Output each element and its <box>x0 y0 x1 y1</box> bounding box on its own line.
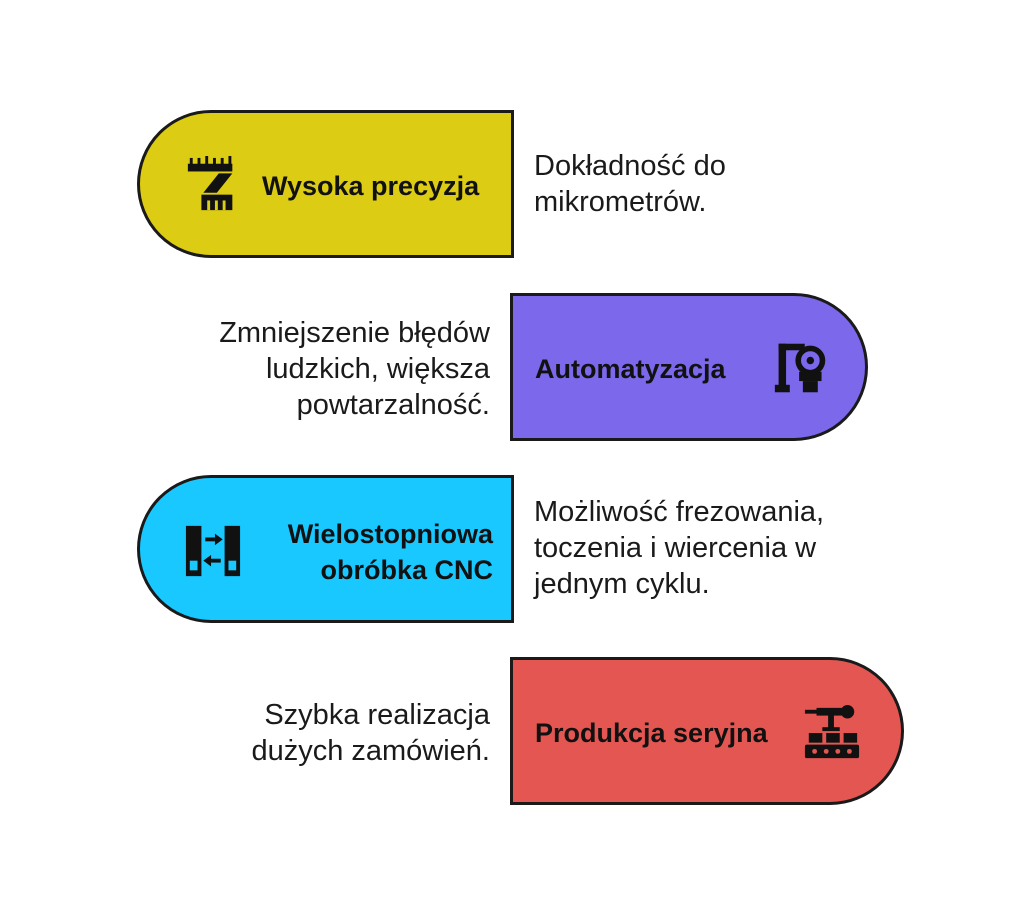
robot-arm-icon <box>774 343 826 393</box>
pill-precision: Wysoka precyzja <box>137 110 514 258</box>
description-precision: Dokładność do mikrometrów. <box>534 150 726 218</box>
pill-cnc: Wielostopniowa obróbka CNC <box>137 475 514 623</box>
pill-title: Produkcja seryjna <box>535 718 768 748</box>
pill-title: Wielostopniowa obróbka CNC <box>287 519 493 585</box>
transfer-icon <box>185 525 241 577</box>
assembly-line-icon <box>804 704 860 759</box>
ruler-icon <box>187 156 233 211</box>
pill-title: Automatyzacja <box>535 354 726 384</box>
pill-series: Produkcja seryjna <box>510 657 904 805</box>
description-automation: Zmniejszenie błędów ludzkich, większa po… <box>219 317 490 421</box>
description-cnc: Możliwość frezowania, toczenia i wiercen… <box>534 496 825 600</box>
description-series: Szybka realizacja dużych zamówień. <box>251 699 490 767</box>
pill-title: Wysoka precyzja <box>262 171 480 201</box>
pill-automation: Automatyzacja <box>510 293 868 441</box>
